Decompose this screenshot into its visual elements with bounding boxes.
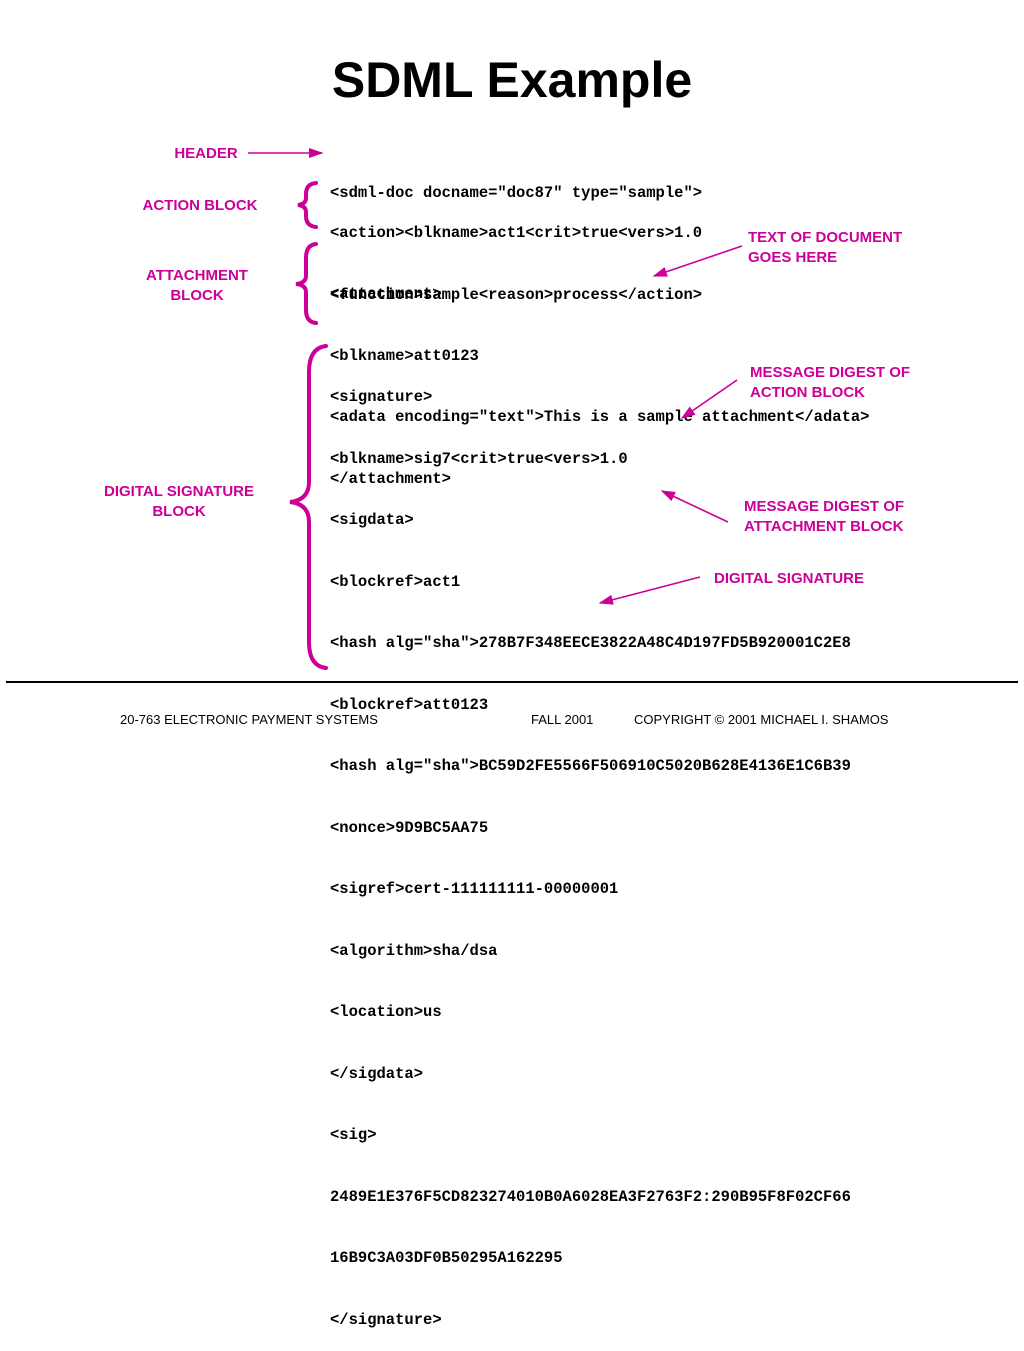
note-line: MESSAGE DIGEST OF — [744, 498, 905, 515]
code-line: <sigref>cert-111111111-00000001 — [330, 880, 619, 898]
label-line: BLOCK — [170, 287, 224, 304]
text-of-document-note: TEXT OF DOCUMENT GOES HERE — [748, 228, 902, 268]
code-line: <blkname>att0123 — [330, 346, 479, 365]
code-line: </attachment> — [330, 469, 451, 488]
code-line: </sigdata> — [330, 1064, 424, 1083]
slide-title: SDML Example — [331, 52, 693, 108]
code-line: <sig> — [330, 1126, 377, 1144]
text-of-document-arrow — [652, 245, 743, 277]
code-line: <sigdata> — [330, 511, 414, 529]
code-line: </signature> — [330, 1310, 442, 1329]
label-line: DIGITAL SIGNATURE — [104, 483, 254, 500]
code-line: <action><blkname>act1<crit>true<vers>1.0 — [330, 224, 703, 242]
footer-course: 20-763 ELECTRONIC PAYMENT SYSTEMS — [120, 712, 378, 727]
code-line: <function>sample<reason>process</action> — [330, 285, 703, 304]
code-line: 2489E1E376F5CD823274010B0A6028EA3F2763F2… — [330, 1187, 851, 1206]
note-line: ATTACHMENT BLOCK — [744, 518, 904, 535]
attachment-brace — [295, 242, 318, 325]
digest-action-note: MESSAGE DIGEST OF ACTION BLOCK — [750, 363, 910, 403]
digital-signature-arrow — [598, 576, 701, 605]
note-line: TEXT OF DOCUMENT — [748, 229, 903, 246]
code-line: <algorithm>sha/dsa — [330, 941, 498, 960]
annotation-graphics — [248, 147, 743, 670]
note-line: GOES HERE — [748, 249, 838, 266]
code-line: <blockref>act1 — [330, 572, 461, 591]
code-line: <location>us — [330, 1003, 442, 1021]
note-line: MESSAGE DIGEST OF — [750, 364, 911, 381]
code-line: <sdml-doc docname="doc87" type="sample"> — [330, 184, 703, 202]
label-line: BLOCK — [152, 503, 206, 520]
header-code: <sdml-doc docname="doc87" type="sample"> — [330, 142, 702, 224]
digest-attachment-arrow — [660, 490, 729, 523]
code-line: <signature> — [330, 388, 433, 406]
digest-action-arrow — [680, 379, 738, 419]
signature-block-label: DIGITAL SIGNATURE BLOCK — [84, 482, 274, 522]
action-code: <action><blkname>act1<crit>true<vers>1.0… — [330, 182, 702, 326]
footer-copyright: COPYRIGHT © 2001 MICHAEL I. SHAMOS — [634, 712, 889, 727]
action-brace — [297, 181, 318, 229]
digital-signature-note: DIGITAL SIGNATURE — [714, 570, 864, 587]
code-line: <adata encoding="text">This is a sample … — [330, 408, 870, 426]
code-line: <blockref>att0123 — [330, 695, 489, 714]
code-line: <blkname>sig7<crit>true<vers>1.0 — [330, 449, 628, 468]
footer-term: FALL 2001 — [531, 712, 594, 727]
signature-brace — [289, 344, 328, 670]
digest-attachment-note: MESSAGE DIGEST OF ATTACHMENT BLOCK — [744, 497, 904, 537]
code-line: 16B9C3A03DF0B50295A162295 — [330, 1249, 563, 1267]
attachment-code: <attachment> <blkname>att0123 <adata enc… — [330, 243, 870, 510]
code-line: <attachment> — [330, 285, 442, 303]
action-block-label: ACTION BLOCK — [142, 197, 258, 214]
header-label: HEADER — [174, 145, 238, 162]
label-line: ATTACHMENT — [146, 267, 248, 284]
note-line: ACTION BLOCK — [750, 384, 865, 401]
code-line: <hash alg="sha">278B7F348EECE3822A48C4D1… — [330, 634, 851, 652]
attachment-block-label: ATTACHMENT BLOCK — [110, 266, 284, 306]
code-line: <nonce>9D9BC5AA75 — [330, 818, 489, 837]
footer-divider — [6, 681, 1018, 683]
